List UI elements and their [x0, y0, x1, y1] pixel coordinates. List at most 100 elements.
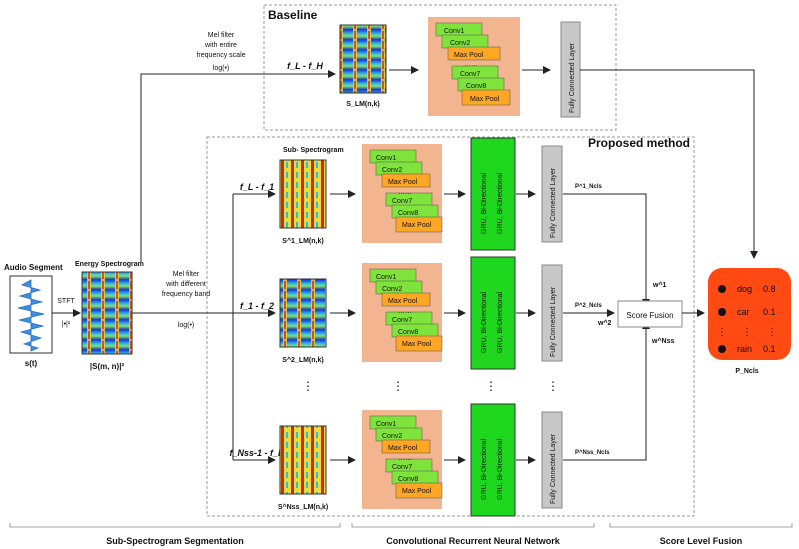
- bullet-icon: [718, 285, 726, 293]
- baseline-conv2: Conv2: [450, 40, 470, 47]
- fc-label: Fully Connected Layer: [550, 167, 557, 238]
- fc-label: Fully Connected Layer: [550, 286, 557, 357]
- gru-block: [470, 403, 516, 517]
- fc-layer: [541, 145, 563, 243]
- output-caption: P_Ncls: [735, 368, 758, 375]
- row-freq-label: f_L - f_1: [240, 182, 274, 192]
- mel2-line2: with different: [165, 281, 206, 288]
- gru-label-2: GRU, Bi-Directional: [497, 438, 504, 500]
- log-label: log(•): [213, 65, 229, 72]
- cnn-layer-label: Conv8: [398, 476, 418, 483]
- mel-note-1: Mel filter: [208, 32, 235, 39]
- fc-layer: [541, 264, 563, 362]
- proposed-title: Proposed method: [588, 136, 690, 150]
- vdots-out2: ⋮: [742, 327, 752, 338]
- gru-block: [470, 256, 516, 370]
- abs-label: |•|²: [62, 321, 71, 328]
- cnn-layer-label: Conv2: [382, 433, 402, 440]
- vdots-out3: ⋮: [767, 327, 777, 338]
- bullet-icon: [718, 345, 726, 353]
- fc-layer: [541, 411, 563, 509]
- cnn-layer-label: Conv1: [376, 155, 396, 162]
- mel-note-2: with entire: [204, 42, 237, 49]
- audio-caption: s(t): [25, 359, 38, 368]
- cnn-layer-label: Max Pool: [388, 179, 418, 186]
- cnn-layer-label: Max Pool: [402, 341, 432, 348]
- section-crnn: Convolutional Recurrent Neural Network: [386, 536, 561, 546]
- cnn-layer-label: Conv1: [376, 421, 396, 428]
- cnn-layer: [395, 335, 443, 352]
- cnn-layer-label: Conv2: [382, 167, 402, 174]
- baseline-fc-label: Fully Connected Layer: [569, 42, 576, 113]
- vdots-spec: ⋮: [302, 379, 314, 393]
- sub-spectrogram: [279, 159, 327, 229]
- bullet-icon: [718, 308, 726, 316]
- cnn-layer-label: Max Pool: [388, 298, 418, 305]
- proposed-row-3: f_Nss-1 - f_HS^Nss_LM(n,k)Conv1Conv2Max …: [229, 403, 610, 517]
- mel2-line3: frequency band: [162, 291, 210, 298]
- prob-label: P^2_Ncls: [575, 303, 603, 309]
- mel2-line1: Mel filter: [173, 271, 200, 278]
- class-car: car: [737, 307, 750, 317]
- cnn-layer-label: Max Pool: [388, 445, 418, 452]
- cnn-layer: [395, 216, 443, 233]
- gru-label-2: GRU, Bi-Directional: [497, 291, 504, 353]
- score-fusion-box: [617, 300, 683, 328]
- baseline-freq: f_L - f_H: [287, 61, 323, 71]
- baseline-conv1: Conv1: [444, 28, 464, 35]
- cnn-dots: ……: [398, 189, 412, 196]
- baseline-spec-caption: S_LM(n,k): [346, 101, 379, 108]
- cnn-layer-label: Conv7: [392, 464, 412, 471]
- sub-spectrogram: [279, 278, 327, 348]
- vdots-fc: ⋮: [547, 379, 559, 393]
- energy-title: Energy Spectrogram: [75, 261, 144, 268]
- cnn-dots: ……: [398, 308, 412, 315]
- score-fusion-label: Score Fusion: [626, 311, 673, 320]
- cnn-layer-label: Conv1: [376, 274, 396, 281]
- audio-title: Audio Segment: [4, 263, 63, 272]
- cnn-layer-label: Max Pool: [402, 222, 432, 229]
- gru-label-1: GRU, Bi-Directional: [481, 172, 488, 234]
- fc-label: Fully Connected Layer: [550, 433, 557, 504]
- sub-spec-caption: S^Nss_LM(n,k): [278, 503, 328, 511]
- cnn-layer: [381, 292, 431, 307]
- prob-label: P^1_Ncls: [575, 184, 603, 190]
- weight-3: w^Nss: [651, 337, 674, 345]
- cnn-layer: [381, 439, 431, 454]
- row-freq-label: f_1 - f_2: [240, 301, 274, 311]
- cnn-layer-label: Max Pool: [402, 488, 432, 495]
- energy-caption: |S(m, n)|²: [90, 362, 125, 371]
- cnn-dots: ……: [398, 455, 412, 462]
- weight-2: w^2: [597, 319, 612, 327]
- gru-block: [470, 137, 516, 251]
- baseline-title: Baseline: [268, 8, 318, 22]
- stft-label: STFT: [57, 298, 75, 305]
- vdots-cnn: ⋮: [392, 379, 404, 393]
- gru-label-1: GRU, Bi-Directional: [481, 291, 488, 353]
- cnn-layer: [381, 173, 431, 188]
- class-row-car: car 0.1: [718, 307, 776, 317]
- energy-spectrogram: [81, 271, 133, 355]
- gru-label-1: GRU, Bi-Directional: [481, 438, 488, 500]
- sub-spec-caption: S^1_LM(n,k): [282, 237, 323, 245]
- section-segmentation: Sub-Spectrogram Segmentation: [106, 536, 244, 546]
- sub-spec-title: Sub- Spectrogram: [283, 147, 344, 154]
- gru-label-2: GRU, Bi-Directional: [497, 172, 504, 234]
- output-box: [708, 268, 791, 360]
- weight-1: w^1: [652, 281, 667, 289]
- baseline-cnn: Conv1 Conv2 Max Pool …… Conv7 Conv8 Max …: [428, 17, 520, 116]
- log2-label: log(•): [178, 322, 194, 329]
- score-car: 0.1: [763, 307, 776, 317]
- cnn-layer-label: Conv7: [392, 198, 412, 205]
- waveform-icon: [17, 279, 45, 352]
- cnn-layer-label: Conv2: [382, 286, 402, 293]
- sub-spectrogram: [279, 425, 327, 495]
- vdots-out1: ⋮: [717, 327, 727, 338]
- class-rain: rain: [737, 344, 752, 354]
- class-row-dog: dog 0.8: [718, 284, 776, 294]
- mel-note-3: frequency scale: [196, 52, 245, 59]
- score-dog: 0.8: [763, 284, 776, 294]
